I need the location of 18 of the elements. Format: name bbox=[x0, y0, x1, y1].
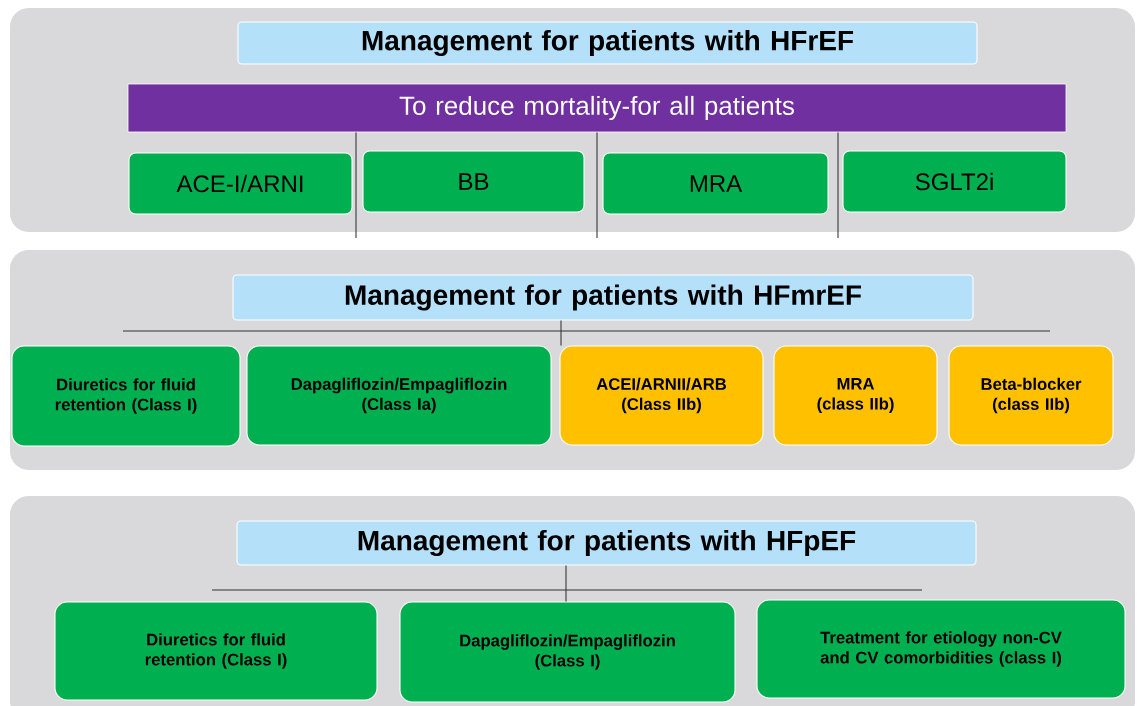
treatment-box: ACEI/ARNII/ARB (Class IIb) bbox=[559, 345, 764, 446]
banner: To reduce mortality-for all patients bbox=[127, 83, 1067, 133]
title-box: Management for patients with HFpEF bbox=[236, 520, 977, 566]
treatment-box: Dapagliflozin/Empagliflozin (Class Ia) bbox=[246, 345, 552, 446]
treatment-box: Beta-blocker (class IIb) bbox=[948, 345, 1114, 446]
treatment-box: Treatment for etiology non-CV and CV comorbidities (class I) bbox=[756, 599, 1126, 699]
treatment-box: Dapagliflozin/Empagliflozin (Class I) bbox=[399, 601, 736, 703]
treatment-box: ACE-I/ARNI bbox=[128, 152, 353, 215]
treatment-box: MRA (class IIb) bbox=[773, 345, 938, 446]
treatment-box: BB bbox=[362, 150, 585, 213]
treatment-box: Diuretics for fluid retention (Class I) bbox=[54, 601, 378, 701]
treatment-box: SGLT2i bbox=[842, 150, 1067, 213]
treatment-box: Diuretics for fluid retention (Class I) bbox=[11, 345, 241, 447]
treatment-box: MRA bbox=[602, 152, 829, 215]
title-box: Management for patients with HFrEF bbox=[237, 21, 978, 65]
title-box: Management for patients with HFmrEF bbox=[232, 274, 974, 321]
connector bbox=[565, 565, 567, 602]
connector bbox=[560, 320, 562, 346]
